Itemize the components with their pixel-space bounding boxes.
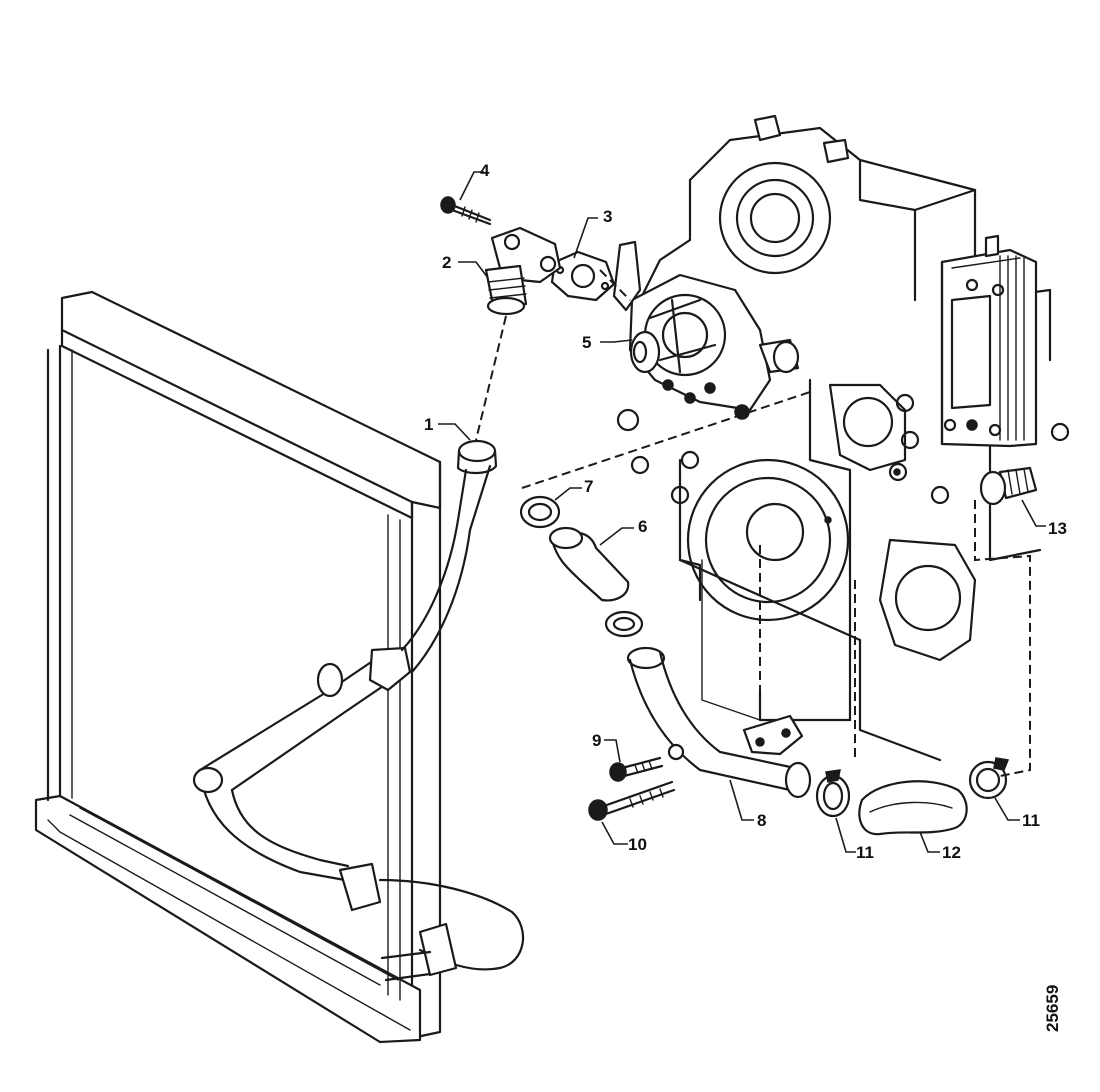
part-9-bolt (609, 743, 685, 782)
callout-8: 8 (757, 811, 766, 830)
callout-4: 4 (480, 161, 490, 180)
callout-leaders (438, 171, 1046, 853)
callout-7: 7 (584, 477, 593, 496)
callout-1: 1 (424, 415, 433, 434)
part-8-coolant-pipe (626, 646, 812, 799)
part-10-bolt (588, 780, 676, 821)
part-4-bolt (440, 196, 492, 226)
part-1-hose-connector (456, 439, 498, 475)
callout-11-right: 11 (1022, 811, 1040, 830)
engine-front-cover (638, 114, 1052, 762)
part-7-o-ring (519, 495, 561, 529)
callout-6: 6 (638, 517, 647, 536)
radiator (34, 290, 442, 1044)
callout-10: 10 (628, 835, 647, 854)
part-6-hose (548, 526, 630, 602)
lower-radiator-pipe (192, 464, 525, 982)
callout-11-left: 11 (856, 843, 874, 862)
part-12-hose (858, 780, 968, 836)
part-2-elbow-housing (484, 226, 562, 316)
part-5-water-pump (612, 240, 800, 505)
callout-labels: 1 2 3 4 5 6 7 8 9 10 11 11 12 13 (424, 161, 1067, 862)
callout-2: 2 (442, 253, 451, 272)
assembly-guide-lines (475, 269, 1031, 777)
part-3-gasket (550, 250, 616, 302)
callout-12: 12 (942, 843, 961, 862)
hose-clamp-middle (604, 610, 644, 638)
callout-3: 3 (603, 207, 612, 226)
callout-13: 13 (1048, 519, 1067, 538)
drawing-number: 25659 (1043, 985, 1062, 1032)
callout-9: 9 (592, 731, 601, 750)
callout-5: 5 (582, 333, 591, 352)
oil-cooler (940, 234, 1070, 506)
part-11-hose-clamp-right (968, 757, 1010, 800)
part-11-hose-clamp-left (815, 769, 851, 818)
